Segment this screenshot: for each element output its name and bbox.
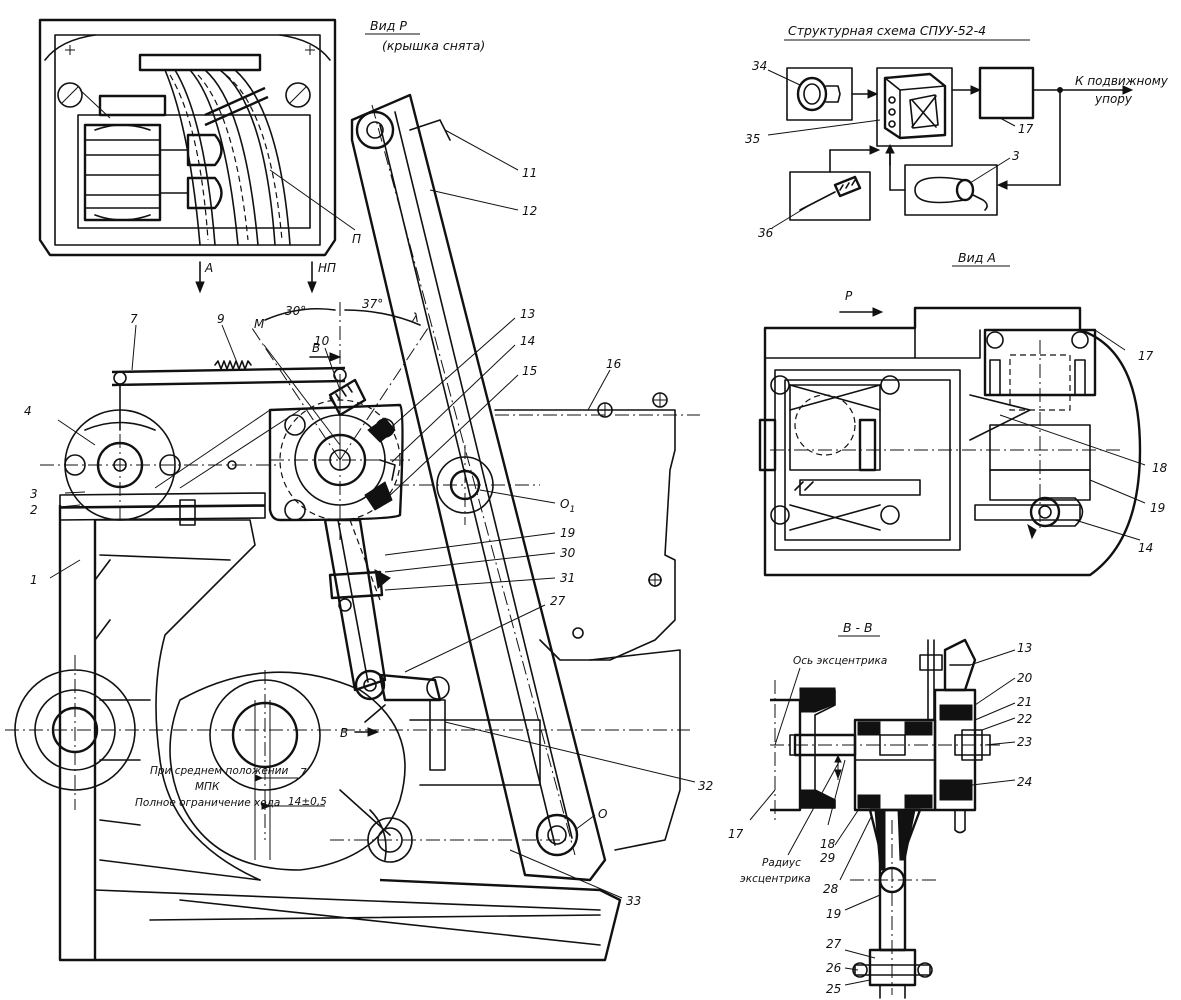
text-to-stop: К подвижному [1075,74,1169,88]
callout-bb-26: 26 [826,961,842,975]
text-eccentric-radius: Радиус [762,857,801,869]
title-view-p-note: (крышка снята) [382,38,485,53]
callout-31: 31 [560,571,575,585]
callout-13: 13 [520,307,535,321]
callout-bb-20: 20 [1017,671,1033,685]
callout-view-a-14: 14 [1138,541,1153,555]
callout-o1-sub: 1 [569,505,575,515]
section-bb: В - В Ось эксцентрика [749,620,1016,999]
callout-view-a-17: 17 [1138,349,1154,363]
callout-bb-27: 27 [826,937,842,951]
text-eccentric-radius-2: эксцентрика [740,873,811,885]
view-arrows: А НП [195,261,336,294]
text-full-travel: Полное ограничение хода [135,797,280,809]
callout-7: 7 [130,312,138,326]
callout-view-a-18: 18 [1152,461,1168,475]
callout-o1: О1 [560,497,575,515]
callout-bb-19: 19 [826,907,841,921]
callout-12: 12 [522,204,537,218]
text-eccentric-axis: Ось эксцентрика [793,655,887,667]
callout-4: 4 [24,404,32,418]
callout-block-36: 36 [758,226,774,240]
callout-10: 10 [314,334,330,348]
callout-16: 16 [606,357,622,371]
callout-view-a-19: 19 [1150,501,1165,515]
callout-3: 3 [30,487,38,501]
callout-32: 32 [698,779,713,793]
view-p-inset: П [38,18,361,257]
callout-bb-28: 28 [823,882,839,896]
callout-27: 27 [550,594,566,608]
callout-bb-23: 23 [1017,735,1032,749]
callout-19: 19 [560,526,575,540]
callout-bb-24: 24 [1017,775,1032,789]
callout-bb-18: 18 [820,837,836,851]
callout-p-cable: П [352,232,361,246]
callout-14: 14 [520,334,535,348]
dim-7: 7 [300,767,307,779]
callout-bb-25: 25 [826,982,841,996]
text-mpk: МПК [195,781,220,793]
callout-11: 11 [522,166,537,180]
text-middle-position: При среднем положении [150,765,288,777]
arrow-label-p: Р [845,289,853,303]
callout-15: 15 [522,364,537,378]
callout-block-3: 3 [1012,149,1020,163]
arrow-label-np: НП [318,261,336,275]
callout-bb-21: 21 [1017,695,1032,709]
callout-bb-29: 29 [820,851,835,865]
callout-33: 33 [626,894,641,908]
callout-1: 1 [30,573,38,587]
title-view-p: Вид Р [370,18,407,33]
view-a: Вид А Р [758,250,1146,577]
callout-o1-letter: О [560,497,569,511]
callout-bb-13: 13 [1017,641,1032,655]
block-diagram: Структурная схема СПУУ-52-4 [767,23,1134,229]
callout-o: О [598,807,607,821]
text-to-stop-2: упору [1094,92,1133,106]
angle-37: 37° [362,297,383,311]
title-section-bb: В - В [843,620,873,635]
dim-14: 14±0,5 [288,796,327,808]
callout-30: 30 [560,546,576,560]
angle-30: 30° [285,304,306,318]
callout-2: 2 [30,503,38,517]
callout-bb-22: 22 [1017,712,1032,726]
arrow-label-b-lower: В [340,726,348,740]
title-view-a: Вид А [958,250,996,265]
main-mechanism: 30° 37° λ М В В При среднем положении МП… [5,93,700,962]
callout-block-17: 17 [1018,122,1034,136]
callout-block-35: 35 [745,132,760,146]
arrow-label-a: А [204,261,213,275]
arrow-label-b-upper: В [312,341,320,355]
title-block-diagram: Структурная схема СПУУ-52-4 [788,23,986,38]
arrow-label-m: М [254,317,265,331]
callout-block-34: 34 [752,59,767,73]
callout-9: 9 [217,312,225,326]
callout-bb-17: 17 [728,827,744,841]
angle-letter: λ [411,311,419,325]
